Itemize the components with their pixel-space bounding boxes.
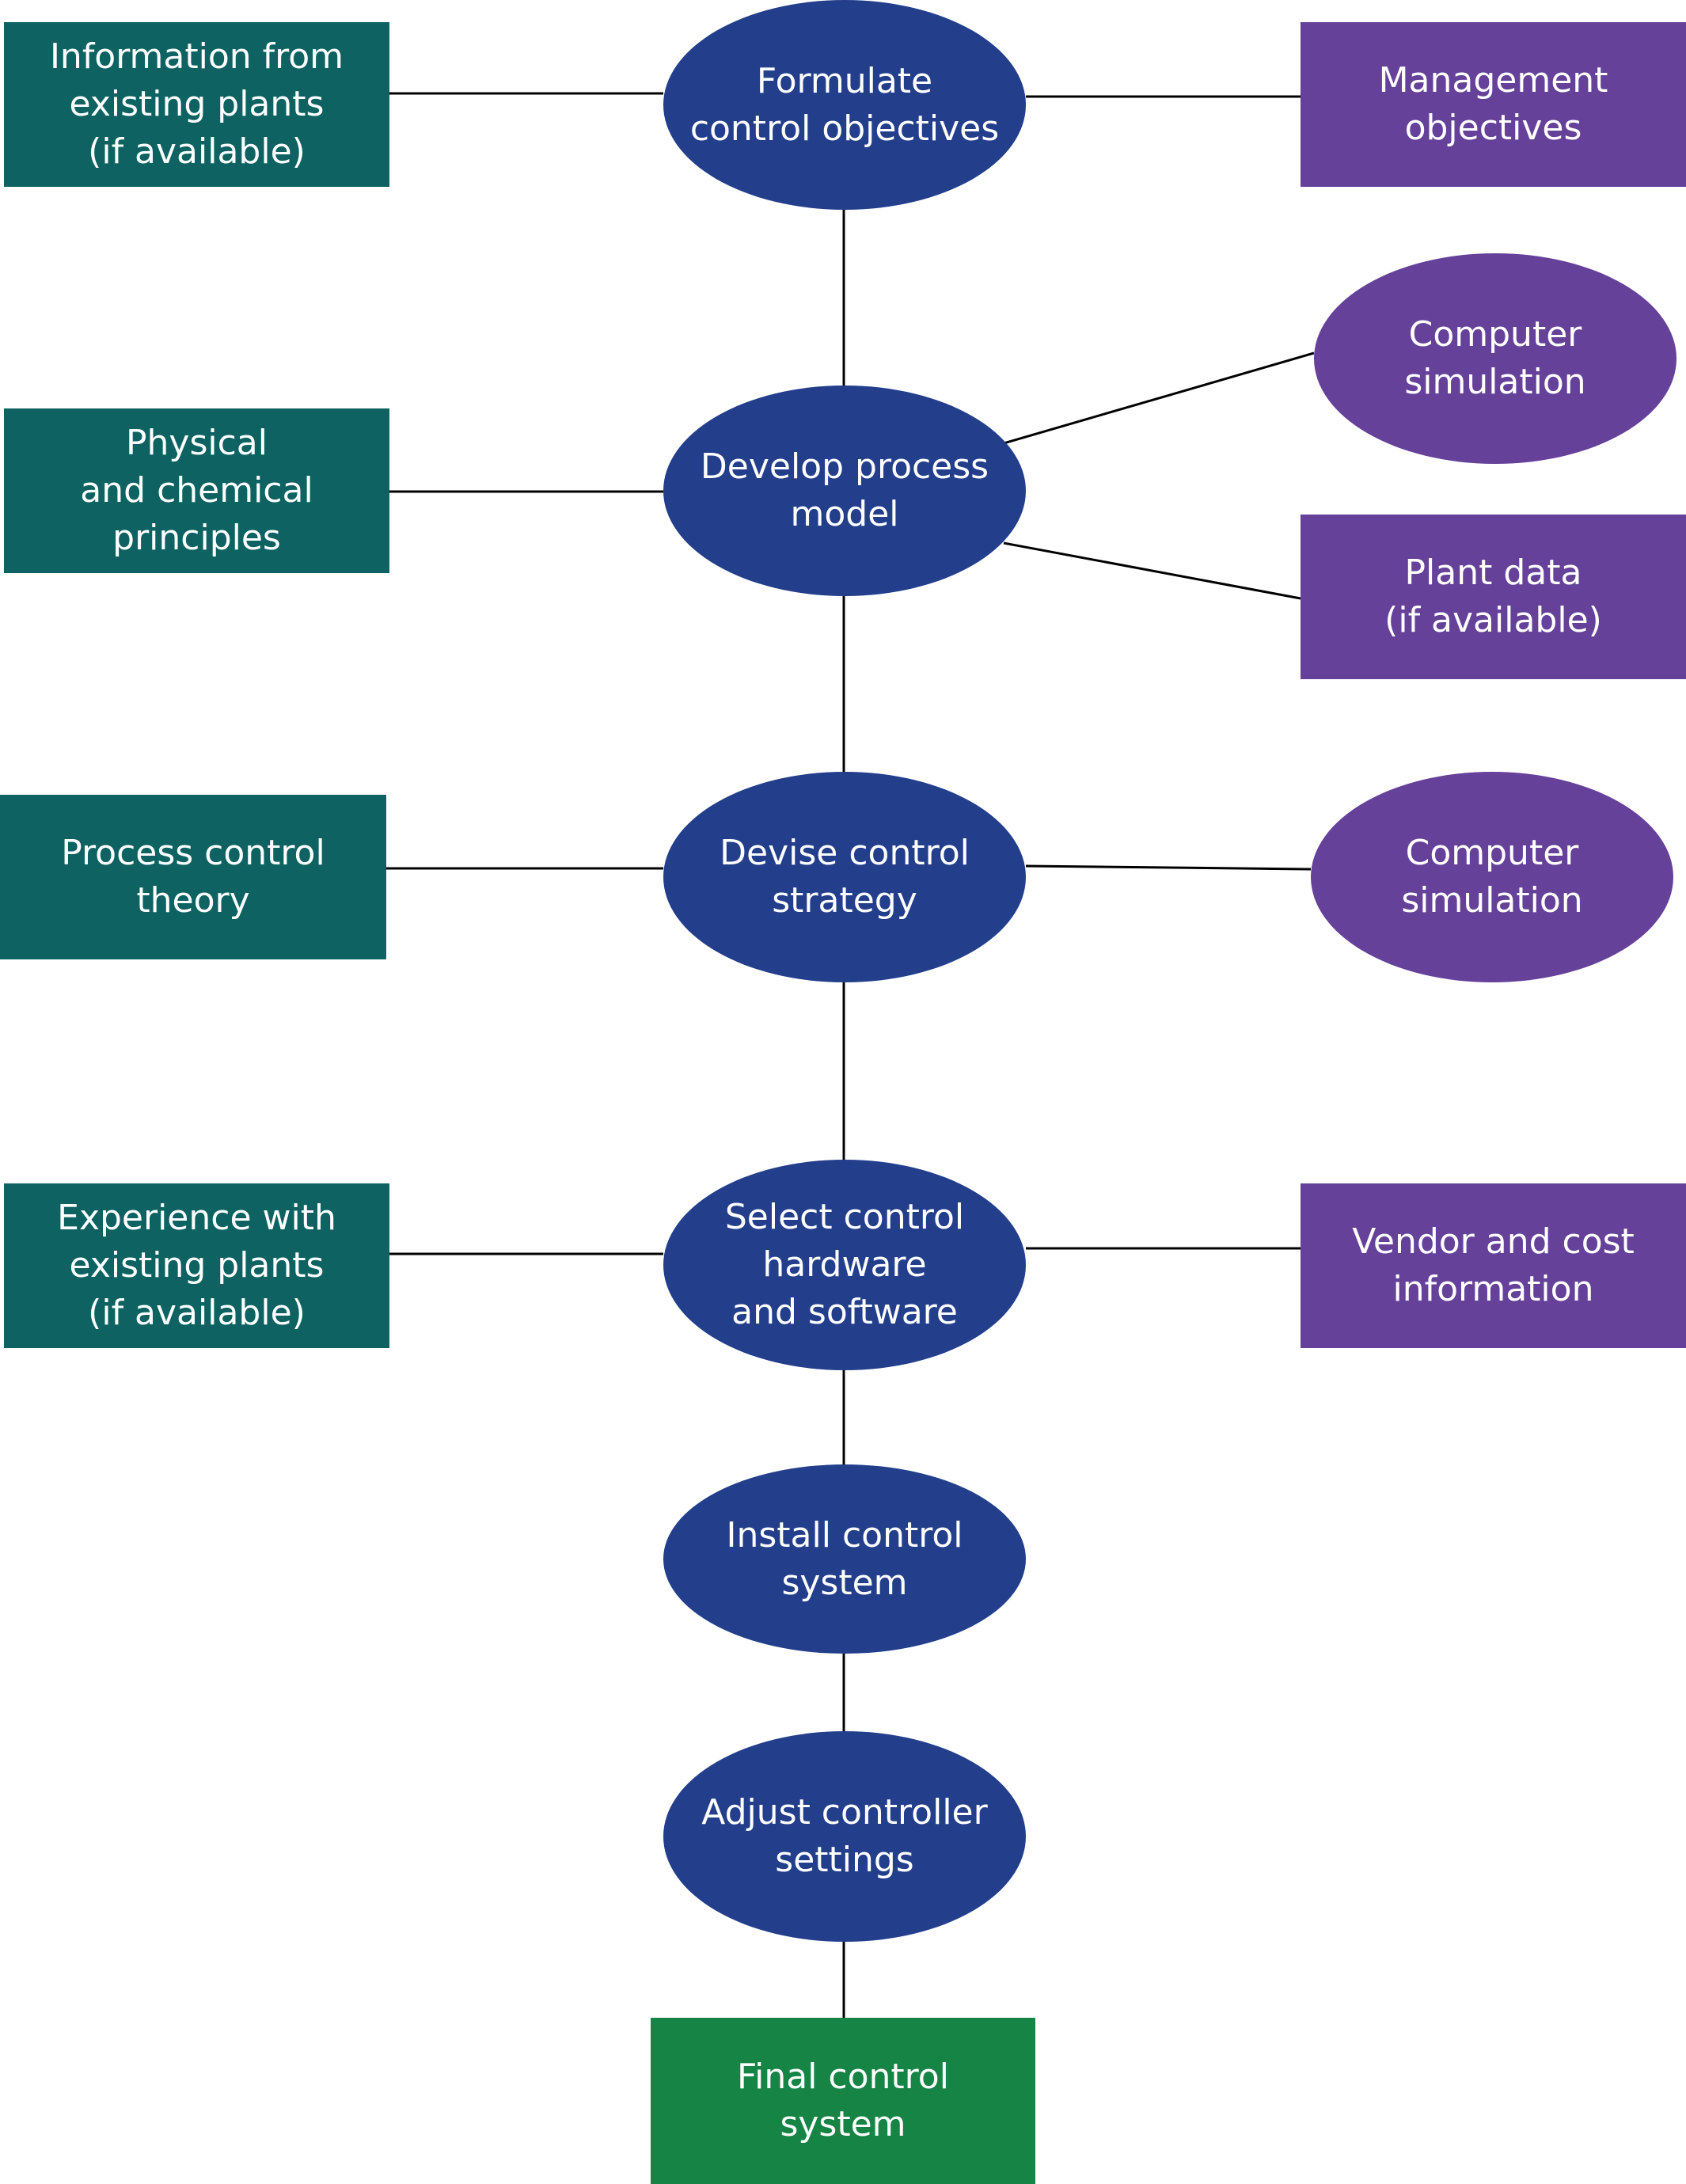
input-process-control-theory: Process control theory bbox=[0, 795, 386, 959]
input-label: Management objectives bbox=[1378, 60, 1608, 148]
step-adjust-controller-settings: Adjust controller settings bbox=[663, 1731, 1026, 1942]
input-management-objectives: Management objectives bbox=[1301, 22, 1686, 187]
input-computer-simulation-1: Computer simulation bbox=[1314, 253, 1677, 464]
step-label: Install control system bbox=[726, 1514, 963, 1603]
input-vendor-cost-information: Vendor and cost information bbox=[1301, 1183, 1686, 1348]
input-plant-data: Plant data (if available) bbox=[1301, 515, 1686, 679]
step-label: Select control hardware and software bbox=[724, 1197, 965, 1332]
input-label: Plant data (if available) bbox=[1384, 553, 1602, 640]
input-label: Information from existing plants (if ava… bbox=[49, 36, 344, 172]
step-label: Develop process model bbox=[700, 446, 989, 534]
input-physical-chemical-principles: Physical and chemical principles bbox=[4, 408, 389, 573]
input-label: Experience with existing plants (if avai… bbox=[57, 1198, 336, 1333]
input-label: Process control theory bbox=[61, 833, 325, 921]
input-existing-plants-info: Information from existing plants (if ava… bbox=[4, 22, 389, 187]
input-label: Physical and chemical principles bbox=[80, 423, 313, 558]
step-devise-control-strategy: Devise control strategy bbox=[663, 772, 1026, 982]
step-formulate-control-objectives: Formulate control objectives bbox=[663, 0, 1026, 210]
connector-right-2 bbox=[1003, 351, 1315, 445]
input-computer-simulation-2: Computer simulation bbox=[1311, 772, 1673, 982]
step-install-control-system: Install control system bbox=[663, 1464, 1026, 1654]
connector-right-4 bbox=[1025, 864, 1312, 871]
final-control-system: Final control system bbox=[651, 2018, 1035, 2184]
input-label: Computer simulation bbox=[1401, 833, 1583, 921]
connector-right-3 bbox=[1003, 541, 1301, 600]
step-select-hardware-software: Select control hardware and software bbox=[663, 1160, 1026, 1370]
step-develop-process-model: Develop process model bbox=[663, 386, 1026, 596]
input-label: Vendor and cost information bbox=[1352, 1221, 1635, 1309]
input-label: Computer simulation bbox=[1404, 314, 1586, 402]
step-label: Adjust controller settings bbox=[701, 1792, 988, 1880]
step-label: Devise control strategy bbox=[720, 833, 970, 921]
step-label: Formulate control objectives bbox=[689, 60, 1000, 149]
final-label: Final control system bbox=[737, 2057, 949, 2144]
input-experience-existing-plants: Experience with existing plants (if avai… bbox=[4, 1183, 389, 1348]
